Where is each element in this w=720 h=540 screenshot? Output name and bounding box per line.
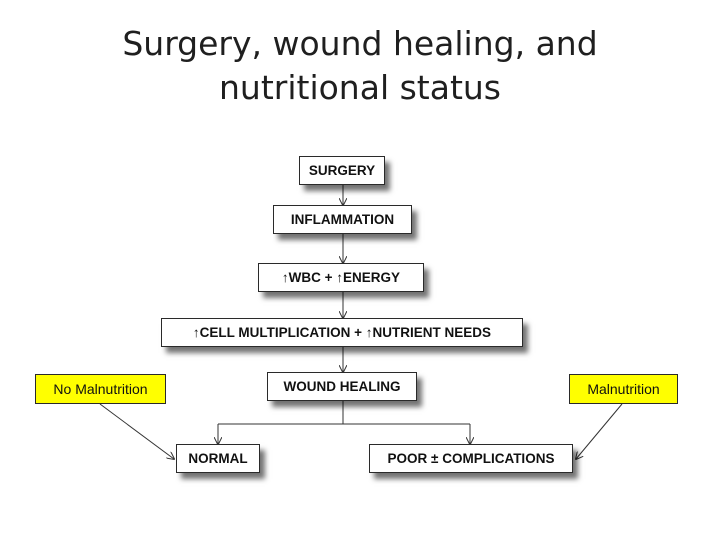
title-line-2: nutritional status	[219, 68, 501, 107]
condition-no-malnutrition: No Malnutrition	[35, 374, 166, 404]
arrow-no-malnutrition-to-normal	[99, 403, 174, 459]
title-line-1: Surgery, wound healing, and	[122, 24, 598, 63]
node-wound-healing: WOUND HEALING	[267, 372, 417, 401]
node-surgery: SURGERY	[299, 156, 385, 185]
condition-malnutrition: Malnutrition	[569, 374, 678, 404]
node-inflammation: INFLAMMATION	[273, 205, 412, 234]
page-title: Surgery, wound healing, and nutritional …	[0, 22, 720, 110]
node-wbc-energy: ↑WBC + ↑ENERGY	[258, 263, 424, 292]
node-cell-multiplication: ↑CELL MULTIPLICATION + ↑NUTRIENT NEEDS	[161, 318, 523, 347]
arrow-malnutrition-to-poor	[576, 403, 623, 459]
node-poor-complications: POOR ± COMPLICATIONS	[369, 444, 573, 473]
node-normal: NORMAL	[176, 444, 260, 473]
